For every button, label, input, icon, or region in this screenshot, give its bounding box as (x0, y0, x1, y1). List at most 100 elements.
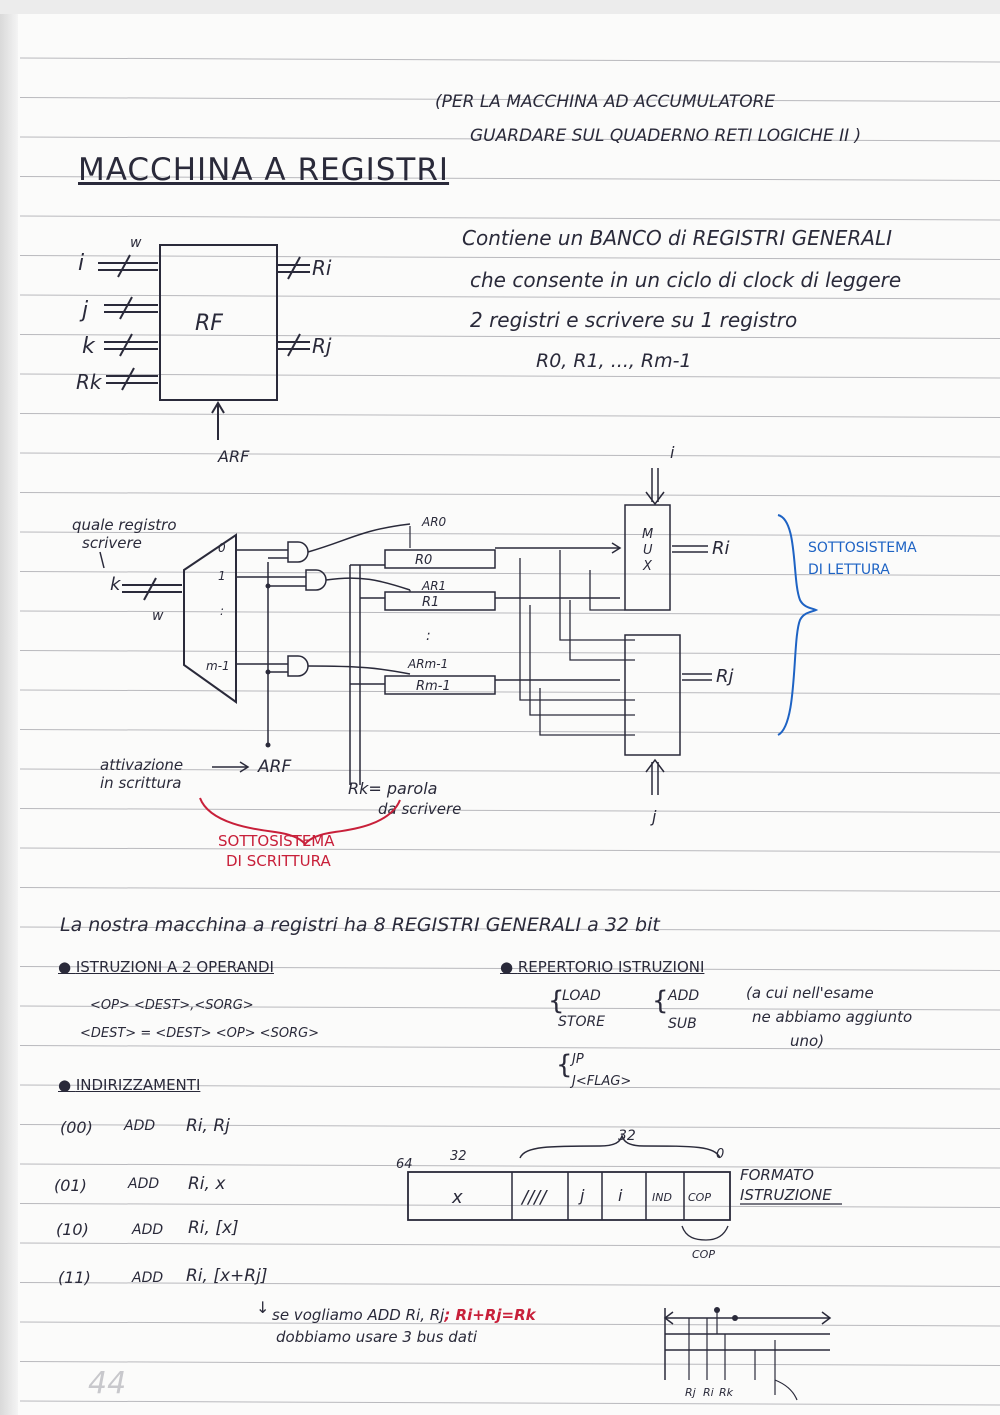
addressing-instr-00: ADD (124, 1118, 156, 1134)
format-bit-0: 0 (716, 1147, 724, 1162)
rf-output-ri-label: Ri (312, 256, 332, 280)
two-operands-semantics: <DEST> = <DEST> <OP> <SORG> (80, 1026, 320, 1041)
register-r0-label: R0 (415, 553, 432, 568)
select-note-line-2: scrivere (82, 534, 142, 552)
and-gate-m1 (287, 655, 309, 677)
format-field-unused: //// (520, 1187, 548, 1208)
decoder-output-dots: : (220, 604, 224, 618)
format-field-cop: COP (688, 1191, 711, 1204)
read-subsystem-brace (777, 514, 819, 736)
description-line-3: 2 registri e scrivere su 1 registro (470, 308, 798, 332)
decoder-input-label: k (110, 574, 122, 595)
read-subsystem-label-1: SOTTOSISTEMA (808, 540, 917, 556)
decoder-output-0: 0 (218, 541, 226, 555)
bus-label-rj: Rj (685, 1386, 697, 1399)
register-r0 (384, 549, 496, 569)
bus-sketch: Rj Ri Rk (663, 1307, 832, 1401)
footnote-red-text: ; Ri+Rj=Rk (444, 1306, 536, 1324)
mux-rj (624, 634, 681, 756)
enable-ar0: AR0 (421, 515, 447, 529)
rf-input-rk: Rk (76, 367, 158, 394)
rf-output-ri: Ri (277, 256, 332, 280)
rf-control-label: ARF (217, 447, 250, 466)
repertoire-note-1: (a cui nell'esame (746, 984, 874, 1002)
enable-ar1: AR1 (421, 579, 446, 593)
repertoire-heading: ● REPERTORIO ISTRUZIONI (500, 958, 705, 976)
addressing-heading-text: INDIRIZZAMENTI (75, 1076, 201, 1094)
addressing-instr-01: ADD (128, 1176, 160, 1192)
register-rm1 (384, 675, 496, 695)
write-subsystem-label-2: DI SCRITTURA (226, 852, 331, 870)
and-gate-1 (305, 569, 327, 591)
read-subsystem-label-2: DI LETTURA (808, 562, 890, 578)
addressing-footnote-2: dobbiamo usare 3 bus dati (276, 1328, 478, 1346)
description-registers: R0, R1, ..., Rm-1 (536, 350, 692, 372)
enable-signal-arf: ARF (257, 757, 291, 777)
mux-select-j: j (650, 807, 657, 826)
addressing-instr-11: ADD (132, 1270, 164, 1286)
page-binding (0, 0, 18, 1415)
header-note-line-2: GUARDARE SUL QUADERNO RETI LOGICHE II ) (470, 126, 862, 146)
addressing-code-01: (01) (54, 1176, 87, 1195)
write-subsystem-brace (199, 797, 401, 846)
data-note-line-1: Rk= parola (348, 779, 437, 798)
mux-output-ri: Ri (712, 538, 730, 559)
rf-block-label: RF (195, 311, 223, 336)
register-r1 (384, 591, 496, 611)
footnote-text: se vogliamo ADD Ri, Rj (272, 1306, 445, 1324)
mux-letter-m: M (642, 527, 653, 542)
rf-input-i-label: i (78, 251, 84, 276)
rf-input-k: k (82, 333, 158, 359)
format-field-ind: IND (652, 1191, 672, 1204)
write-subsystem-label-1: SOTTOSISTEMA (218, 832, 335, 850)
enable-note-line-2: in scrittura (100, 774, 181, 792)
repertoire-store: STORE (558, 1014, 606, 1030)
rf-input-k-label: k (82, 334, 96, 359)
two-operands-heading-text: ISTRUZIONI A 2 OPERANDI (75, 958, 274, 976)
format-caption-2: ISTRUZIONE (740, 1186, 832, 1204)
mux-letter-u: U (643, 543, 653, 558)
page-number: 44 (88, 1366, 127, 1401)
repertoire-brace-2: { (652, 986, 669, 1016)
page-top-edge (0, 0, 1000, 14)
bus-label-rk: Rk (719, 1386, 734, 1399)
rf-output-rj-label: Rj (312, 334, 332, 358)
mux-output-rj: Rj (716, 666, 734, 687)
register-dots: : (426, 628, 431, 644)
register-r1-label: R1 (422, 595, 439, 610)
select-note-line-1: quale registro (72, 516, 177, 534)
footnote-arrow: ↓ (256, 1298, 270, 1317)
description-line-2: che consente in un ciclo di clock di leg… (470, 268, 902, 292)
format-box (407, 1171, 731, 1221)
format-field-x: x (451, 1187, 463, 1208)
format-bit-64: 64 (396, 1157, 413, 1172)
rf-input-rk-label: Rk (76, 370, 103, 394)
decoder-output-m1: m-1 (206, 659, 230, 673)
two-operands-heading: ● ISTRUZIONI A 2 OPERANDI (58, 958, 274, 976)
decoder-block (183, 533, 237, 704)
rf-output-rj: Rj (277, 333, 332, 358)
addressing-ops-10: Ri, [x] (188, 1218, 239, 1238)
repertoire-load: LOAD (562, 988, 601, 1004)
addressing-heading: ● INDIRIZZAMENTI (58, 1076, 201, 1094)
repertoire-note-2: ne abbiamo aggiunto (752, 1008, 913, 1026)
repertoire-jflag: J<FLAG> (572, 1074, 632, 1089)
enable-arm1: ARm-1 (407, 657, 448, 671)
addressing-ops-00: Ri, Rj (186, 1116, 230, 1136)
addressing-footnote-1: se vogliamo ADD Ri, Rj; Ri+Rj=Rk (272, 1306, 536, 1324)
repertoire-brace-3: { (556, 1050, 573, 1080)
addressing-ops-01: Ri, x (188, 1174, 226, 1194)
rf-width-label: w (130, 235, 142, 251)
enable-note-line-1: attivazione (100, 756, 183, 774)
two-operands-syntax: <OP> <DEST>,<SORG> (90, 998, 254, 1013)
and-gate-0 (287, 541, 309, 563)
addressing-code-00: (00) (60, 1118, 93, 1137)
repertoire-note-3: uno) (790, 1032, 825, 1050)
register-rm1-label: Rm-1 (416, 679, 451, 694)
register-bank-circuit: quale registro scrivere k w 0 1 : m-1 (72, 443, 819, 846)
data-note-line-2: da scrivere (378, 800, 461, 818)
rf-input-i: i w (78, 235, 158, 278)
rf-input-j-label: j (79, 298, 89, 323)
decoder-output-1: 1 (218, 569, 226, 583)
